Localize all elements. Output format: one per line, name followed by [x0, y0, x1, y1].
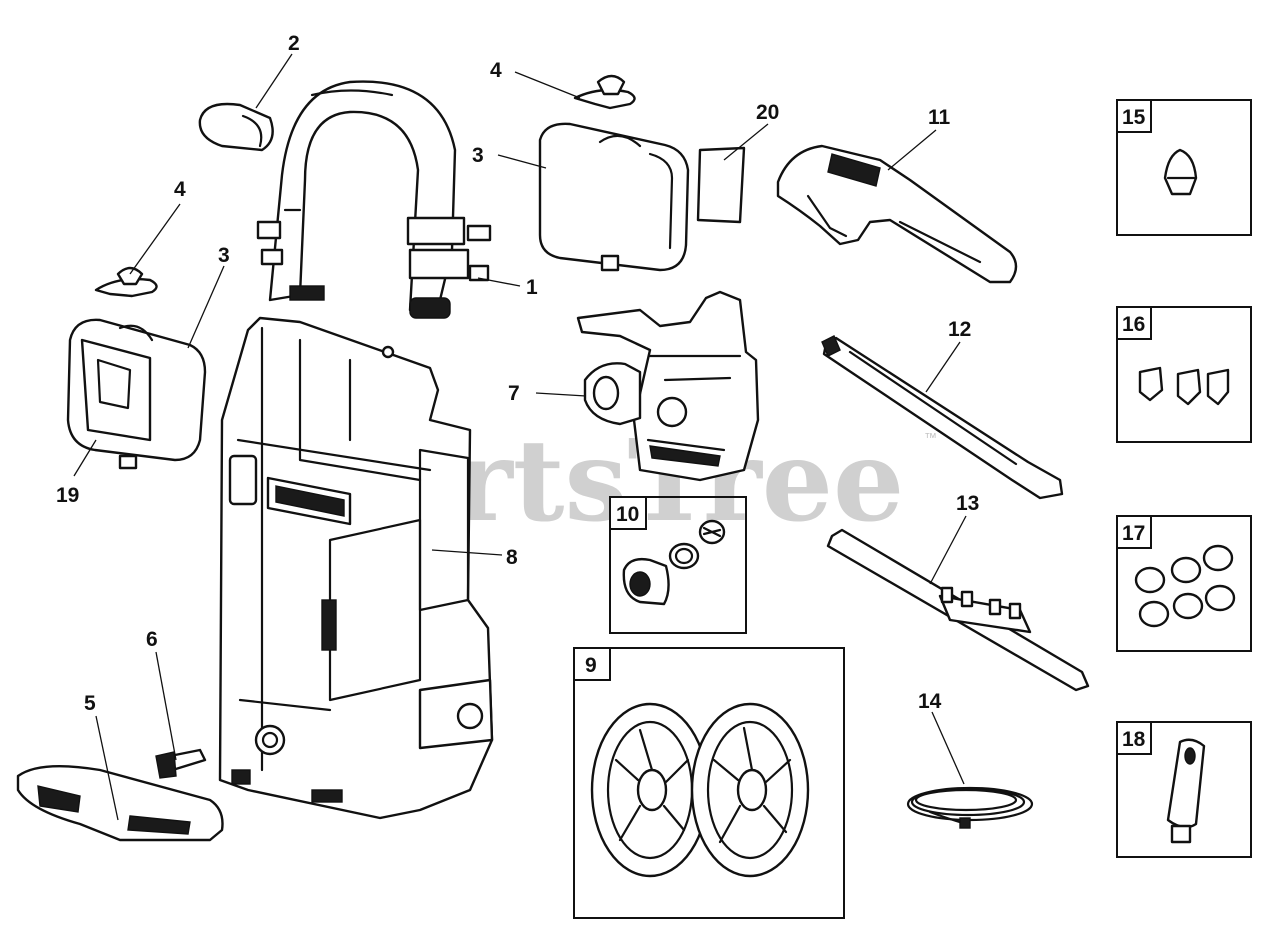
kit-17-box[interactable]	[1116, 515, 1252, 652]
kit-9-box[interactable]	[573, 647, 845, 919]
part-handle-frame[interactable]	[256, 80, 492, 319]
label-3-left: 3	[218, 244, 230, 267]
leader-lines	[73, 53, 967, 821]
part-19-front-tank[interactable]	[66, 318, 207, 470]
label-20: 20	[756, 101, 779, 124]
part-11-spray-gun[interactable]	[776, 144, 1018, 284]
part-4-cap-left[interactable]	[94, 266, 158, 298]
part-8-main-housing[interactable]	[218, 316, 494, 820]
part-4-cap-top[interactable]	[573, 74, 636, 110]
part-20-label[interactable]	[696, 146, 746, 224]
label-5: 5	[84, 692, 96, 715]
part-5-base-foot[interactable]	[16, 764, 224, 842]
label-19: 19	[56, 484, 79, 507]
label-12: 12	[948, 318, 971, 341]
label-6: 6	[146, 628, 158, 651]
watermark-tm: ™	[924, 430, 937, 445]
part-7-hose-reel[interactable]	[576, 290, 760, 482]
label-kit-18: 18	[1122, 728, 1146, 751]
label-1: 1	[526, 276, 538, 299]
label-4-top: 4	[490, 59, 502, 82]
label-kit-10: 10	[616, 503, 639, 526]
part-3-tank-top[interactable]	[538, 122, 690, 272]
part-2-grip[interactable]	[198, 102, 274, 152]
label-4-left: 4	[174, 178, 186, 201]
label-kit-17: 17	[1122, 522, 1145, 545]
label-kit-15: 15	[1122, 106, 1146, 129]
part-14-hose[interactable]	[906, 786, 1034, 829]
label-kit-16: 16	[1122, 313, 1145, 336]
part-6-bolt[interactable]	[155, 748, 207, 779]
kit-15-box[interactable]	[1116, 99, 1252, 236]
label-2: 2	[288, 32, 300, 55]
kit-18-box[interactable]	[1116, 721, 1252, 858]
part-number-labels: 2 4 3 20 4 3 1 11 12 7 19 13 8 6 5 14 10…	[56, 32, 1146, 751]
part-13-nozzle-wand[interactable]	[826, 528, 1090, 692]
label-3-top: 3	[472, 144, 484, 167]
part-12-wand[interactable]	[821, 335, 1064, 500]
kit-16-box[interactable]	[1116, 306, 1252, 443]
label-14: 14	[918, 690, 942, 713]
label-11: 11	[928, 106, 951, 129]
label-8: 8	[506, 546, 518, 569]
label-13: 13	[956, 492, 979, 515]
kit-10-box[interactable]	[609, 496, 747, 634]
label-7: 7	[508, 382, 520, 405]
label-kit-9: 9	[585, 654, 597, 677]
